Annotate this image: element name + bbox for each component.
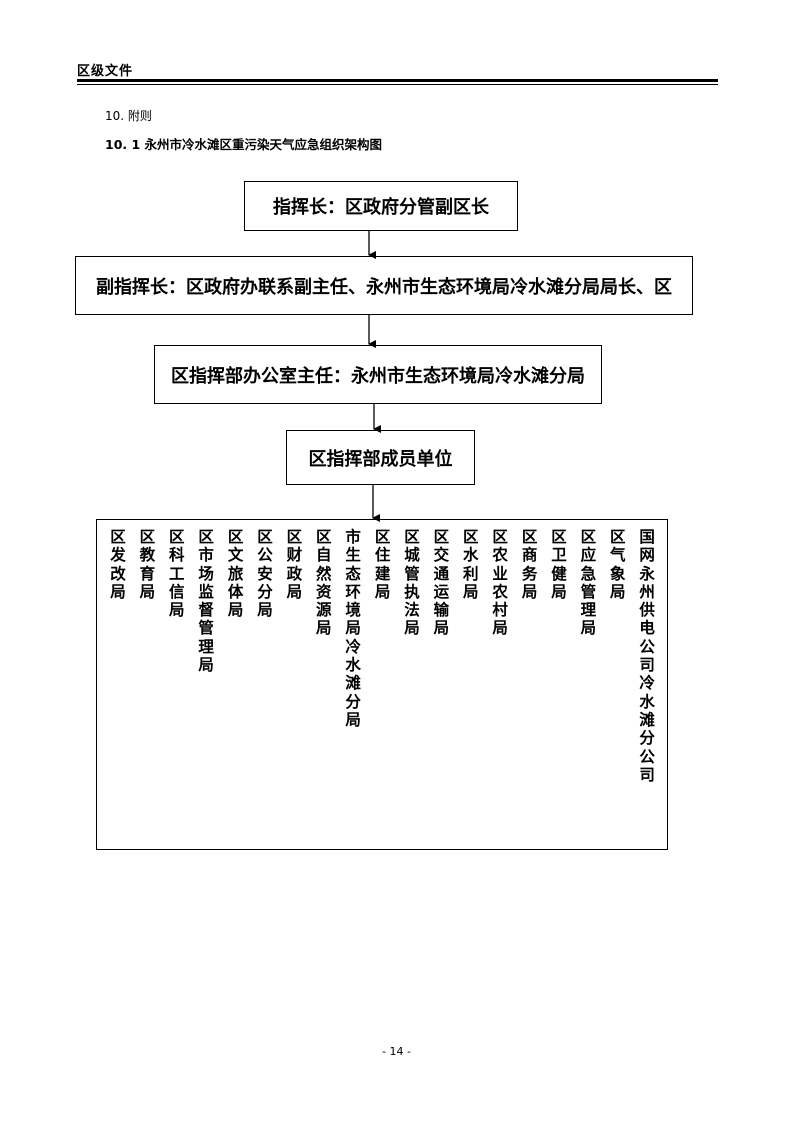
deputy-commander-box: 副指挥长：区政府办联系副主任、永州市生态环境局冷水滩分局局长、区 xyxy=(75,256,693,315)
member-units-title-box: 区指挥部成员单位 xyxy=(286,430,475,485)
section-number: 10. 附则 xyxy=(105,109,152,123)
member-unit: 区市场监督管理局 xyxy=(198,528,214,675)
member-unit: 市生态环境局冷水滩分局 xyxy=(345,528,361,729)
member-unit: 区公安分局 xyxy=(257,528,273,620)
member-unit: 区交通运输局 xyxy=(433,528,450,638)
member-unit: 国网永州供电公司冷水滩分公司 xyxy=(639,528,655,784)
deputy-commander-text: 副指挥长：区政府办联系副主任、永州市生态环境局冷水滩分局局长、区 xyxy=(96,276,672,298)
member-units-title-text: 区指挥部成员单位 xyxy=(308,448,453,470)
member-unit: 区城管执法局 xyxy=(404,528,420,638)
commander-text: 指挥长：区政府分管副区长 xyxy=(273,197,489,218)
member-unit: 区住建局 xyxy=(374,528,391,601)
member-unit: 区商务局 xyxy=(521,528,538,601)
member-unit: 区自然资源局 xyxy=(316,528,332,638)
member-unit: 区水利局 xyxy=(463,528,479,601)
member-unit: 区卫健局 xyxy=(551,528,567,601)
commander-box: 指挥长：区政府分管副区长 xyxy=(244,181,518,231)
office-director-text: 区指挥部办公室主任：永州市生态环境局冷水滩分局 xyxy=(171,365,585,387)
member-unit: 区农业农村局 xyxy=(492,528,508,638)
member-unit: 区科工信局 xyxy=(169,528,185,620)
member-unit: 区发改局 xyxy=(110,528,126,601)
document-header-label: 区级文件 xyxy=(77,64,134,79)
header-rule-thin xyxy=(77,84,718,85)
header-rule-thick xyxy=(77,79,718,82)
member-unit: 区财政局 xyxy=(286,528,303,601)
member-unit: 区应急管理局 xyxy=(580,528,597,638)
member-unit: 区文旅体局 xyxy=(227,528,244,620)
member-unit: 区气象局 xyxy=(610,528,626,601)
page-number: - 14 - xyxy=(382,1045,411,1058)
member-unit: 区教育局 xyxy=(139,528,156,601)
member-units-box: 区发改局区教育局区科工信局区市场监督管理局区文旅体局区公安分局区财政局区自然资源… xyxy=(96,519,668,850)
office-director-box: 区指挥部办公室主任：永州市生态环境局冷水滩分局 xyxy=(154,345,602,404)
section-title: 10. 1 永州市冷水滩区重污染天气应急组织架构图 xyxy=(105,137,383,152)
